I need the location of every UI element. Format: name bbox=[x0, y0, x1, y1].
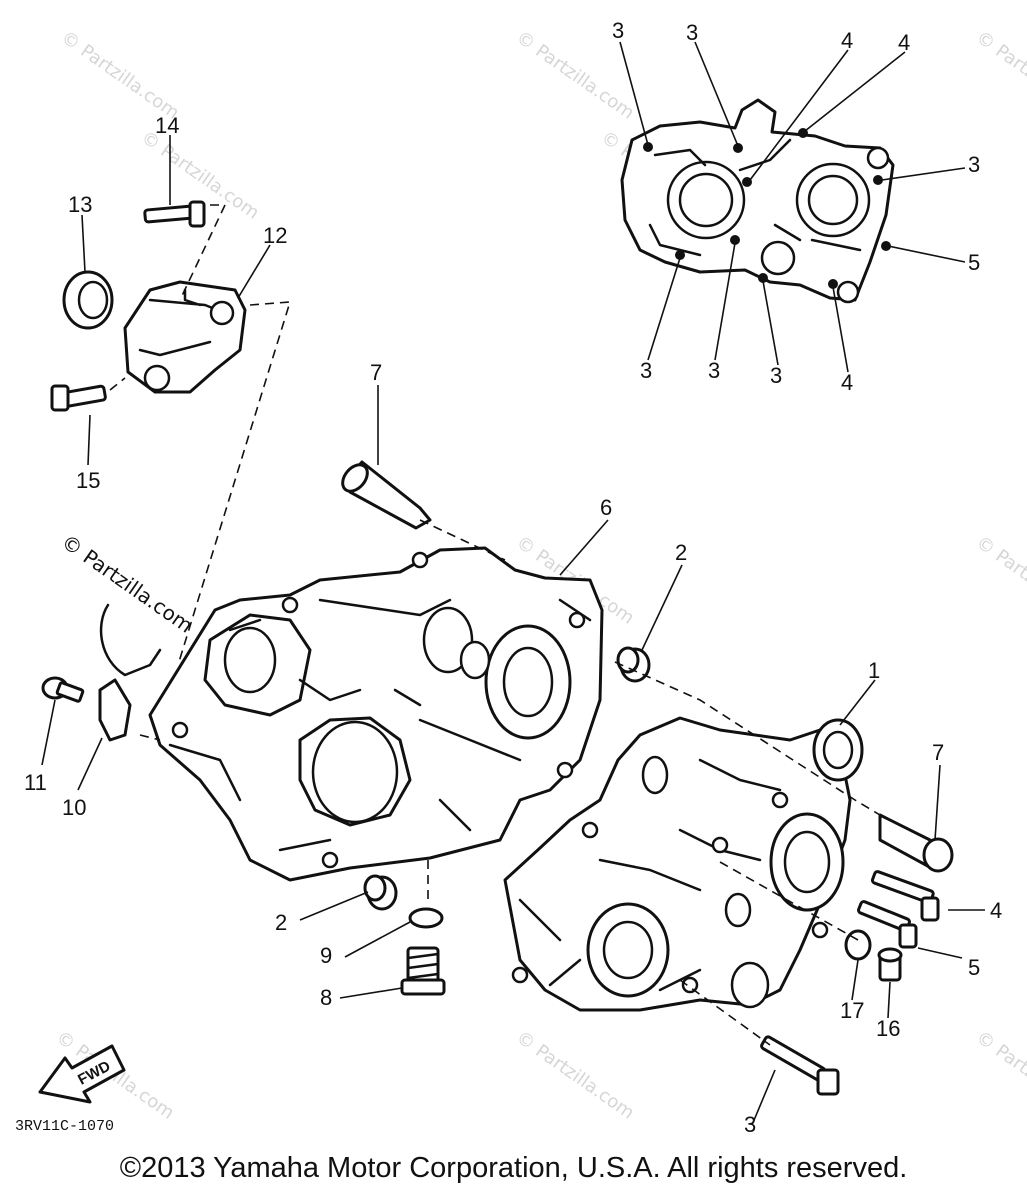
callout-6: 6 bbox=[600, 495, 612, 520]
drain-bolt bbox=[400, 946, 446, 996]
dowel-pin bbox=[878, 813, 954, 873]
bolt bbox=[760, 1035, 840, 1096]
bolt bbox=[870, 870, 940, 922]
callout-5: 5 bbox=[968, 955, 980, 980]
callout-7: 7 bbox=[932, 740, 944, 765]
callout-4: 4 bbox=[898, 30, 910, 55]
watermark: © Partzilla.com bbox=[57, 27, 183, 124]
callout-11: 11 bbox=[24, 770, 47, 795]
oil-seal bbox=[62, 270, 114, 330]
callout-3: 3 bbox=[612, 18, 624, 43]
callout-3: 3 bbox=[708, 358, 720, 383]
callout-3: 3 bbox=[968, 152, 980, 177]
callout-1: 1 bbox=[868, 658, 880, 683]
bolt bbox=[50, 384, 107, 412]
diagram-code: 3RV11C-1070 bbox=[15, 1118, 114, 1135]
leader-lines bbox=[41, 385, 985, 1126]
dowel-collar bbox=[363, 874, 398, 911]
watermark: © Partzilla.com bbox=[972, 27, 1027, 124]
cover-assembly-group bbox=[50, 135, 292, 666]
callout-3: 3 bbox=[640, 358, 652, 383]
watermark: © Partzilla.com bbox=[57, 529, 197, 637]
callout-12: 12 bbox=[263, 223, 287, 248]
callout-13: 13 bbox=[68, 192, 92, 217]
callout-9: 9 bbox=[320, 943, 332, 968]
bolt bbox=[143, 200, 206, 228]
copyright-notice: ©2013 Yamaha Motor Corporation, U.S.A. A… bbox=[119, 1152, 908, 1184]
callout-17: 17 bbox=[840, 998, 864, 1023]
callout-3: 3 bbox=[686, 20, 698, 45]
dowel-pin bbox=[341, 460, 432, 530]
callout-2: 2 bbox=[675, 540, 687, 565]
callout-10: 10 bbox=[62, 795, 86, 820]
callout-3: 3 bbox=[770, 363, 782, 388]
dowel-collar bbox=[616, 646, 651, 683]
bolt bbox=[857, 900, 918, 949]
watermark: © Partzilla.com bbox=[972, 1027, 1027, 1124]
crankcase-bolt-layout-inset bbox=[619, 41, 966, 373]
callout-8: 8 bbox=[320, 985, 332, 1010]
callout-labels: 3 3 4 4 3 5 3 3 3 4 14 13 12 15 7 6 2 1 … bbox=[24, 18, 1002, 1137]
callout-7: 7 bbox=[370, 360, 382, 385]
right-crankcase bbox=[503, 716, 864, 1012]
watermark: © Partzilla.com bbox=[512, 1027, 638, 1124]
bolt bbox=[877, 947, 903, 982]
callout-4: 4 bbox=[990, 898, 1002, 923]
callout-4: 4 bbox=[841, 370, 853, 395]
callout-16: 16 bbox=[876, 1016, 900, 1041]
callout-14: 14 bbox=[155, 113, 179, 138]
callout-2: 2 bbox=[275, 910, 287, 935]
washer bbox=[844, 929, 872, 961]
left-crankcase bbox=[148, 546, 604, 882]
callout-3: 3 bbox=[744, 1112, 756, 1137]
callout-15: 15 bbox=[76, 468, 100, 493]
washer bbox=[408, 907, 444, 929]
callout-5: 5 bbox=[968, 250, 980, 275]
watermark: © Partzilla.com bbox=[972, 532, 1027, 629]
bracket bbox=[98, 603, 162, 742]
screw bbox=[41, 676, 85, 703]
callout-4: 4 bbox=[841, 28, 853, 53]
